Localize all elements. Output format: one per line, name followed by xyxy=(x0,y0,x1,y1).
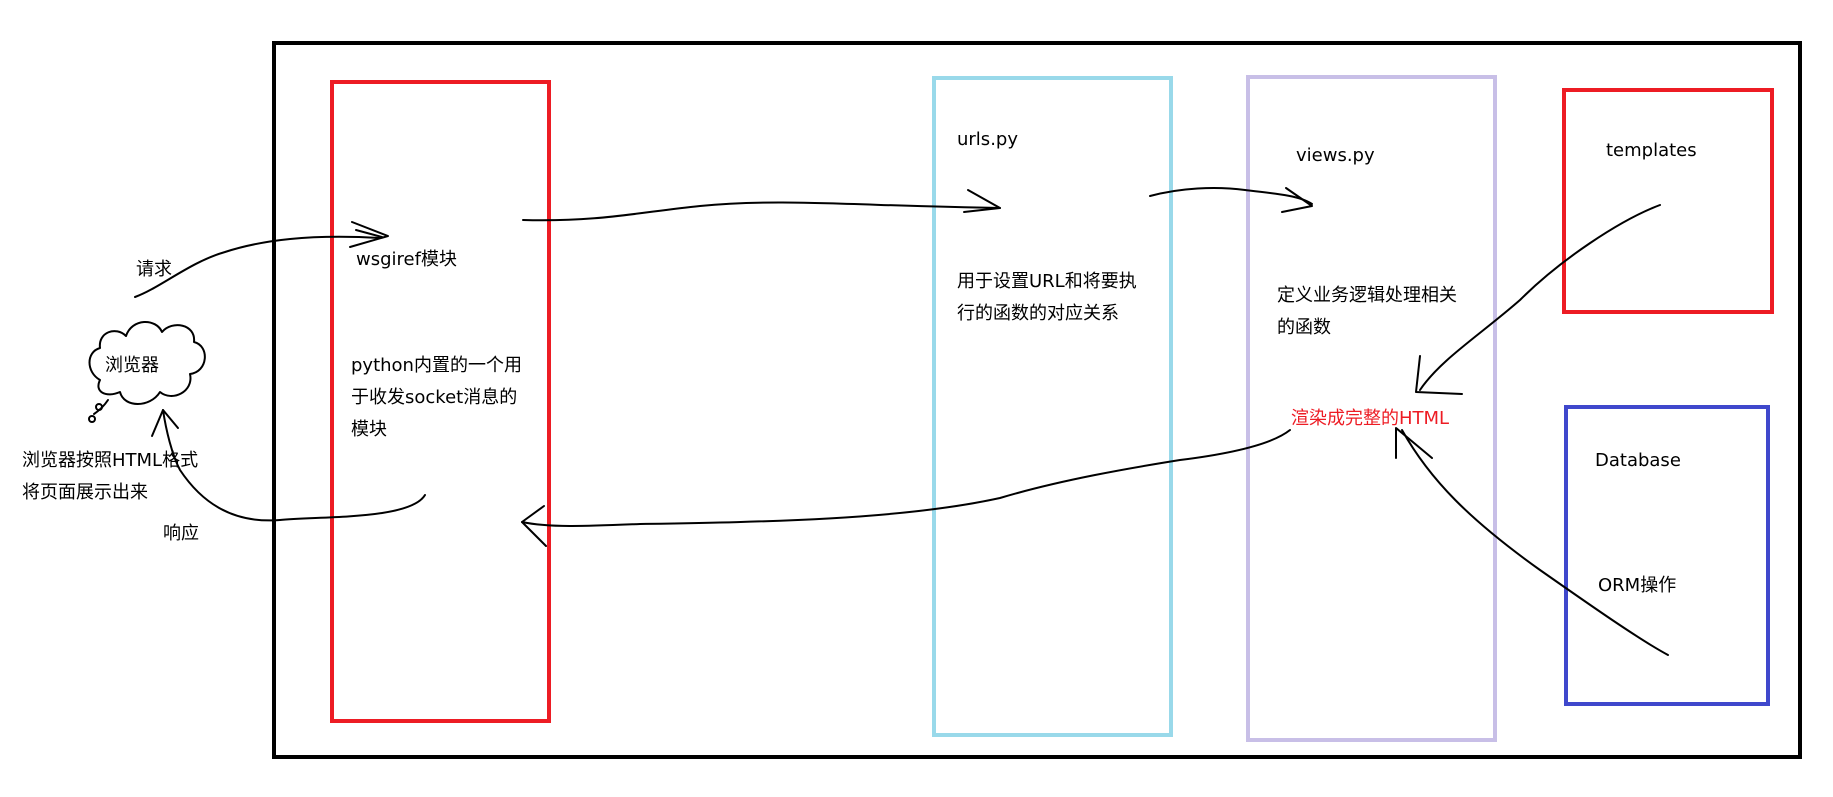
outer-frame xyxy=(272,41,1802,759)
wsgi-to-urls-arrow xyxy=(522,201,1001,222)
views-box xyxy=(1246,75,1497,742)
browser-cloud-icon xyxy=(88,321,206,405)
wsgiref-box xyxy=(330,80,551,723)
database-box xyxy=(1564,405,1770,706)
database-to-views-arrow-head xyxy=(1395,427,1433,459)
wsgiref-description: python内置的一个用 于收发socket消息的 模块 xyxy=(351,355,522,440)
templates-title: templates xyxy=(1606,140,1697,161)
urls-to-views-arrow-head xyxy=(1281,187,1313,213)
views-title: views.py xyxy=(1296,145,1375,166)
views-to-wsgi-arrow-head xyxy=(521,505,547,547)
request-arrow-head xyxy=(349,221,389,248)
browser-render-note: 浏览器按照HTML格式 将页面展示出来 xyxy=(22,450,199,503)
browser-label: 浏览器 xyxy=(105,355,159,376)
urls-title: urls.py xyxy=(957,129,1018,150)
request-arrow xyxy=(134,235,381,298)
templates-to-views-arrow xyxy=(1419,204,1661,391)
response-arrow-head xyxy=(151,409,179,437)
orm-label: ORM操作 xyxy=(1598,575,1677,596)
urls-box xyxy=(932,76,1173,737)
templates-to-views-arrow-head xyxy=(1415,355,1463,395)
response-label: 响应 xyxy=(163,523,199,544)
database-title: Database xyxy=(1595,450,1681,471)
wsgi-to-urls-arrow-head xyxy=(963,189,1001,213)
response-arrow xyxy=(162,409,426,522)
views-description: 定义业务逻辑处理相关 的函数 xyxy=(1277,285,1457,338)
templates-box xyxy=(1562,88,1774,314)
views-to-wsgi-arrow xyxy=(521,429,1291,527)
urls-description: 用于设置URL和将要执 行的函数的对应关系 xyxy=(957,271,1137,324)
views-render-label: 渲染成完整的HTML xyxy=(1291,408,1450,429)
database-to-views-arrow xyxy=(1401,429,1669,656)
request-label: 请求 xyxy=(136,259,172,280)
urls-to-views-arrow xyxy=(1149,187,1313,205)
wsgiref-title: wsgiref模块 xyxy=(356,249,457,270)
